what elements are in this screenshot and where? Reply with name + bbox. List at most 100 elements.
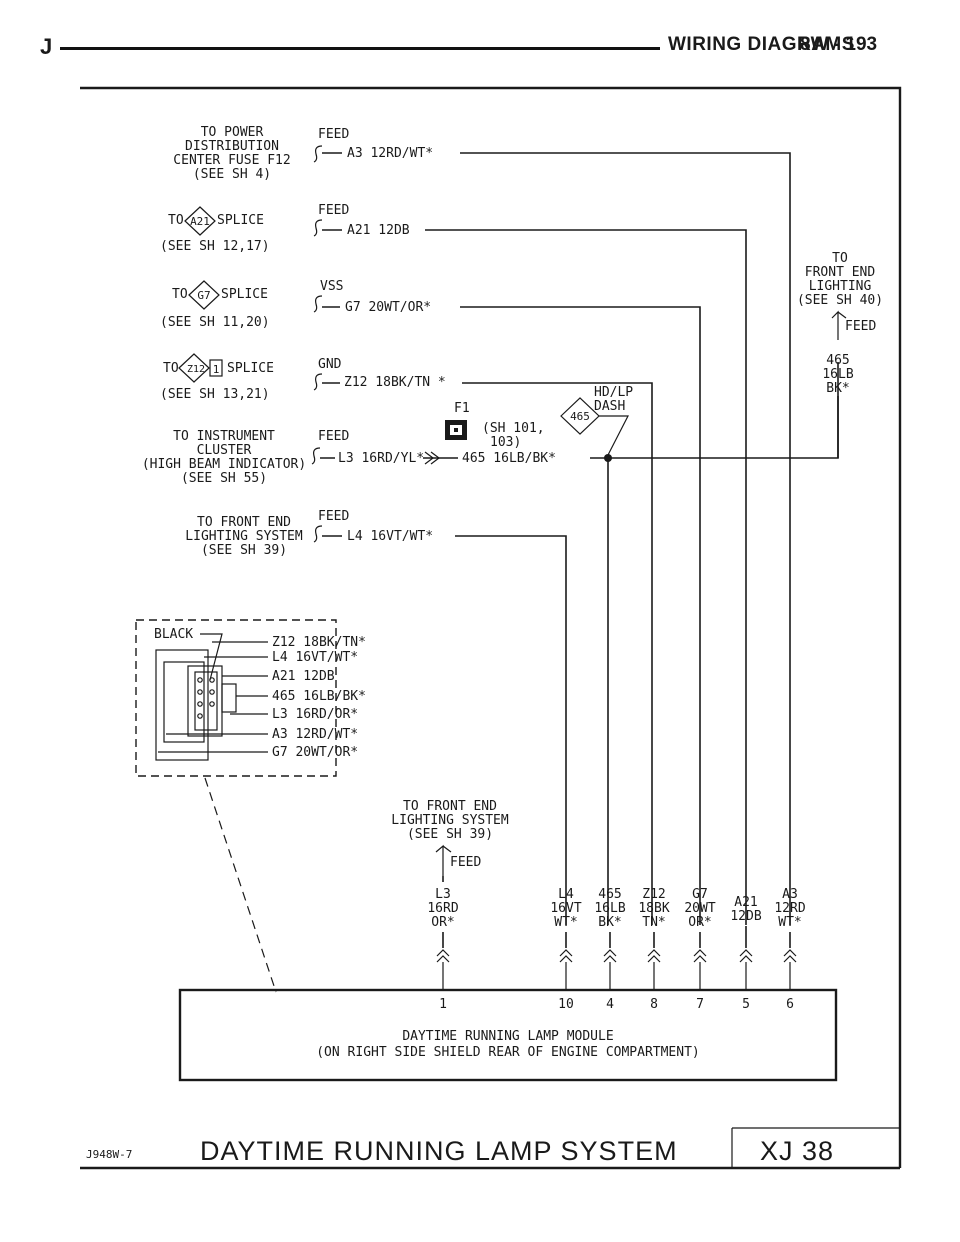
- front-end-lighting-right: TO FRONT END LIGHTING (SEE SH 40) FEED 4…: [797, 251, 883, 458]
- feed-type: FEED: [318, 509, 349, 524]
- feed-g7-splice: TO G7 SPLICE (SEE SH 11,20) VSS G7 20WT/…: [160, 279, 701, 925]
- feed-type: FEED: [845, 319, 876, 334]
- svg-text:465: 465: [570, 410, 590, 423]
- dest-line: DISTRIBUTION: [185, 139, 279, 154]
- svg-text:DASH: DASH: [594, 399, 625, 414]
- header-title: WIRING DIAGRAMS: [668, 34, 855, 55]
- svg-text:Z12: Z12: [187, 364, 205, 375]
- pin-number: 1: [439, 997, 447, 1012]
- svg-text:18BK: 18BK: [638, 901, 669, 916]
- svg-text:L3: L3: [435, 887, 451, 902]
- dest-line: LIGHTING SYSTEM: [185, 529, 303, 544]
- svg-text:OR*: OR*: [431, 915, 454, 930]
- sheet-ref: (SEE SH 12,17): [160, 239, 270, 254]
- circuit-label: G7 20WT/OR*: [345, 300, 431, 315]
- svg-text:A21: A21: [190, 215, 210, 228]
- page-number: 8W - 193: [800, 34, 878, 55]
- pin-label: A21 12DB: [272, 669, 335, 684]
- connector-black: BLACK Z12 18BK/TN* L4 16VT/WT* A21 12DB …: [135, 619, 366, 777]
- pin-label: Z12 18BK/TN*: [272, 635, 366, 650]
- svg-text:F1: F1: [454, 401, 470, 416]
- sheet-ref: 103): [490, 435, 521, 450]
- dest-line: TO POWER: [201, 125, 264, 140]
- sheet-ref: (SEE SH 11,20): [160, 315, 270, 330]
- circuit-label: L4 16VT/WT*: [347, 529, 433, 544]
- dest-line: (HIGH BEAM INDICATOR): [142, 457, 306, 472]
- module-name: DAYTIME RUNNING LAMP MODULE: [402, 1029, 613, 1044]
- feed-type: FEED: [318, 127, 349, 142]
- svg-text:G7: G7: [692, 887, 708, 902]
- feed-type: VSS: [320, 279, 343, 294]
- frame: [80, 86, 902, 1168]
- svg-text:12RD: 12RD: [774, 901, 805, 916]
- svg-text:A3: A3: [782, 887, 798, 902]
- svg-text:FRONT END: FRONT END: [805, 265, 876, 280]
- svg-text:LIGHTING: LIGHTING: [809, 279, 872, 294]
- sheet-ref: (SH 101,: [482, 421, 545, 436]
- svg-text:A21: A21: [734, 895, 757, 910]
- svg-text:465: 465: [826, 353, 849, 368]
- svg-text:(SEE SH 39): (SEE SH 39): [407, 827, 493, 842]
- svg-text:12DB: 12DB: [730, 909, 761, 924]
- svg-text:TO: TO: [163, 361, 179, 376]
- dest-line: TO FRONT END: [197, 515, 291, 530]
- svg-text:465: 465: [598, 887, 621, 902]
- dest-line: TO INSTRUMENT: [173, 429, 275, 444]
- svg-text:SPLICE: SPLICE: [217, 213, 264, 228]
- pin-label: L4 16VT/WT*: [272, 650, 358, 665]
- header-letter: J: [40, 34, 53, 59]
- svg-text:TO: TO: [832, 251, 848, 266]
- feed-type: GND: [318, 357, 342, 372]
- connector-color: BLACK: [154, 627, 193, 642]
- svg-text:HD/LP: HD/LP: [594, 385, 633, 400]
- pin-number: 8: [650, 997, 658, 1012]
- pin-label: 465 16LB/BK*: [272, 689, 366, 704]
- svg-text:20WT: 20WT: [684, 901, 715, 916]
- svg-text:(SEE SH 40): (SEE SH 40): [797, 293, 883, 308]
- module-location: (ON RIGHT SIDE SHIELD REAR OF ENGINE COM…: [316, 1045, 700, 1060]
- svg-text:16LB: 16LB: [594, 901, 625, 916]
- circuit-label: L3 16RD/YL*: [338, 451, 424, 466]
- svg-text:1: 1: [213, 363, 220, 376]
- circuit-label: A3 12RD/WT*: [347, 146, 433, 161]
- feed-type: FEED: [318, 203, 349, 218]
- svg-text:WT*: WT*: [778, 915, 801, 930]
- page-header: J WIRING DIAGRAMS 8W - 193: [40, 34, 920, 64]
- module-wires: L3 16RD OR* L4 16VT WT* 465 16LB BK* Z12…: [427, 887, 806, 990]
- svg-text:TO FRONT END: TO FRONT END: [403, 799, 497, 814]
- svg-text:SPLICE: SPLICE: [221, 287, 268, 302]
- svg-text:G7: G7: [197, 289, 210, 302]
- header-rule: [60, 47, 660, 50]
- pin-number: 5: [742, 997, 750, 1012]
- svg-text:TO: TO: [172, 287, 188, 302]
- svg-text:16VT: 16VT: [550, 901, 581, 916]
- svg-text:LIGHTING SYSTEM: LIGHTING SYSTEM: [391, 813, 509, 828]
- svg-text:Z12: Z12: [642, 887, 665, 902]
- front-end-lighting-bottom: TO FRONT END LIGHTING SYSTEM (SEE SH 39)…: [391, 799, 509, 882]
- svg-text:OR*: OR*: [688, 915, 711, 930]
- diagram-title: DAYTIME RUNNING LAMP SYSTEM: [200, 1136, 678, 1166]
- feed-type: FEED: [318, 429, 349, 444]
- svg-text:BK*: BK*: [826, 381, 849, 396]
- feed-type: FEED: [450, 855, 481, 870]
- page-footer: J948W-7 DAYTIME RUNNING LAMP SYSTEM XJ 3…: [80, 1127, 900, 1170]
- feed-a21-splice: TO A21 SPLICE (SEE SH 12,17) FEED A21 12…: [160, 203, 747, 925]
- dest-line: (SEE SH 39): [201, 543, 287, 558]
- sheet-ref: (SEE SH 13,21): [160, 387, 270, 402]
- dest-line: CLUSTER: [197, 443, 252, 458]
- svg-text:16RD: 16RD: [427, 901, 458, 916]
- feed-instrument-cluster: TO INSTRUMENT CLUSTER (HIGH BEAM INDICAT…: [142, 362, 839, 925]
- dest-line: (SEE SH 55): [181, 471, 267, 486]
- pin-number: 10: [558, 997, 574, 1012]
- pin-label: G7 20WT/OR*: [272, 745, 358, 760]
- vehicle-model: XJ 38: [760, 1136, 834, 1166]
- pin-number: 7: [696, 997, 704, 1012]
- svg-text:L4: L4: [558, 887, 574, 902]
- svg-text:WT*: WT*: [554, 915, 577, 930]
- dest-line: CENTER FUSE F12: [173, 153, 290, 168]
- diagram-code: J948W-7: [86, 1148, 132, 1161]
- drl-module: 1 10 4 8 7 5 6 DAYTIME RUNNING LAMP MODU…: [178, 988, 838, 1082]
- svg-text:16LB: 16LB: [822, 367, 853, 382]
- pin-number: 6: [786, 997, 794, 1012]
